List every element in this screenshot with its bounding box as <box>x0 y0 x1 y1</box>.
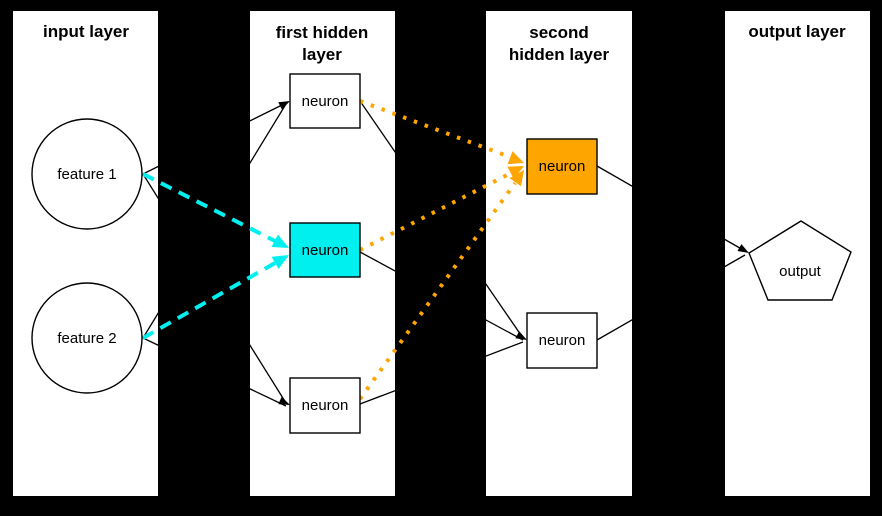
node-h1-mid-cyan <box>289 222 361 278</box>
edge-h1bottom-to-h2bottom <box>359 341 524 405</box>
node-h1-bottom-label: neuron <box>302 397 349 414</box>
orange-arrowhead-middle <box>507 166 524 179</box>
cyan-arrowhead-lower <box>271 255 289 269</box>
edge-feature2-to-h1bottom <box>142 337 287 407</box>
node-h2-bottom-label: neuron <box>539 332 586 349</box>
edge-feature1-to-h1top <box>142 102 287 175</box>
node-h1-top <box>289 73 361 129</box>
node-h2-top-label: neuron <box>539 158 586 175</box>
node-h1-top-label: neuron <box>302 93 349 110</box>
node-feature2 <box>31 282 143 394</box>
edge-feature2-to-h1top <box>142 103 287 339</box>
arrowhead-h2bottom <box>515 331 527 340</box>
first-hidden-layer-title-1: first hidden <box>276 23 369 42</box>
node-h2-top-orange <box>526 138 598 195</box>
node-feature2-label: feature 2 <box>57 330 116 347</box>
edge-h2top-to-output <box>596 165 746 252</box>
edge-h1bottom-to-h2top-orange <box>358 181 517 401</box>
node-feature1-label: feature 1 <box>57 166 116 183</box>
panel-second-hidden-layer <box>486 11 632 496</box>
arrowhead-output <box>737 244 749 253</box>
second-hidden-layer-title-1: second <box>529 23 589 42</box>
node-h1-mid-label: neuron <box>302 242 349 259</box>
orange-arrowhead-top <box>507 151 524 165</box>
panel-input-layer <box>13 11 158 496</box>
node-h1-bottom <box>289 377 361 434</box>
output-layer-title: output layer <box>748 22 846 41</box>
edge-h1mid-to-h2bottom <box>359 251 524 341</box>
edge-h1top-to-h2bottom <box>359 100 524 339</box>
edge-feature2-to-h1mid-cyan <box>142 261 276 340</box>
second-hidden-layer-title-2: hidden layer <box>509 45 610 64</box>
edge-feature1-to-h1mid-cyan <box>142 172 276 243</box>
arrowhead-h1bottom <box>278 396 290 405</box>
node-feature1 <box>31 118 143 230</box>
input-layer-title: input layer <box>43 22 129 41</box>
node-output-label: output <box>779 263 822 280</box>
arrowhead-h1top <box>278 101 290 110</box>
cyan-arrowhead-upper <box>271 234 289 248</box>
edge-feature1-to-h1bottom <box>142 173 287 404</box>
node-h2-bottom <box>526 312 598 369</box>
node-output-pentagon <box>748 220 852 301</box>
first-hidden-layer-title-2: layer <box>302 45 342 64</box>
orange-arrowhead-bottom <box>509 170 524 187</box>
edge-h2bottom-to-output <box>596 254 746 341</box>
edge-h1mid-to-h2top-orange <box>359 171 512 252</box>
